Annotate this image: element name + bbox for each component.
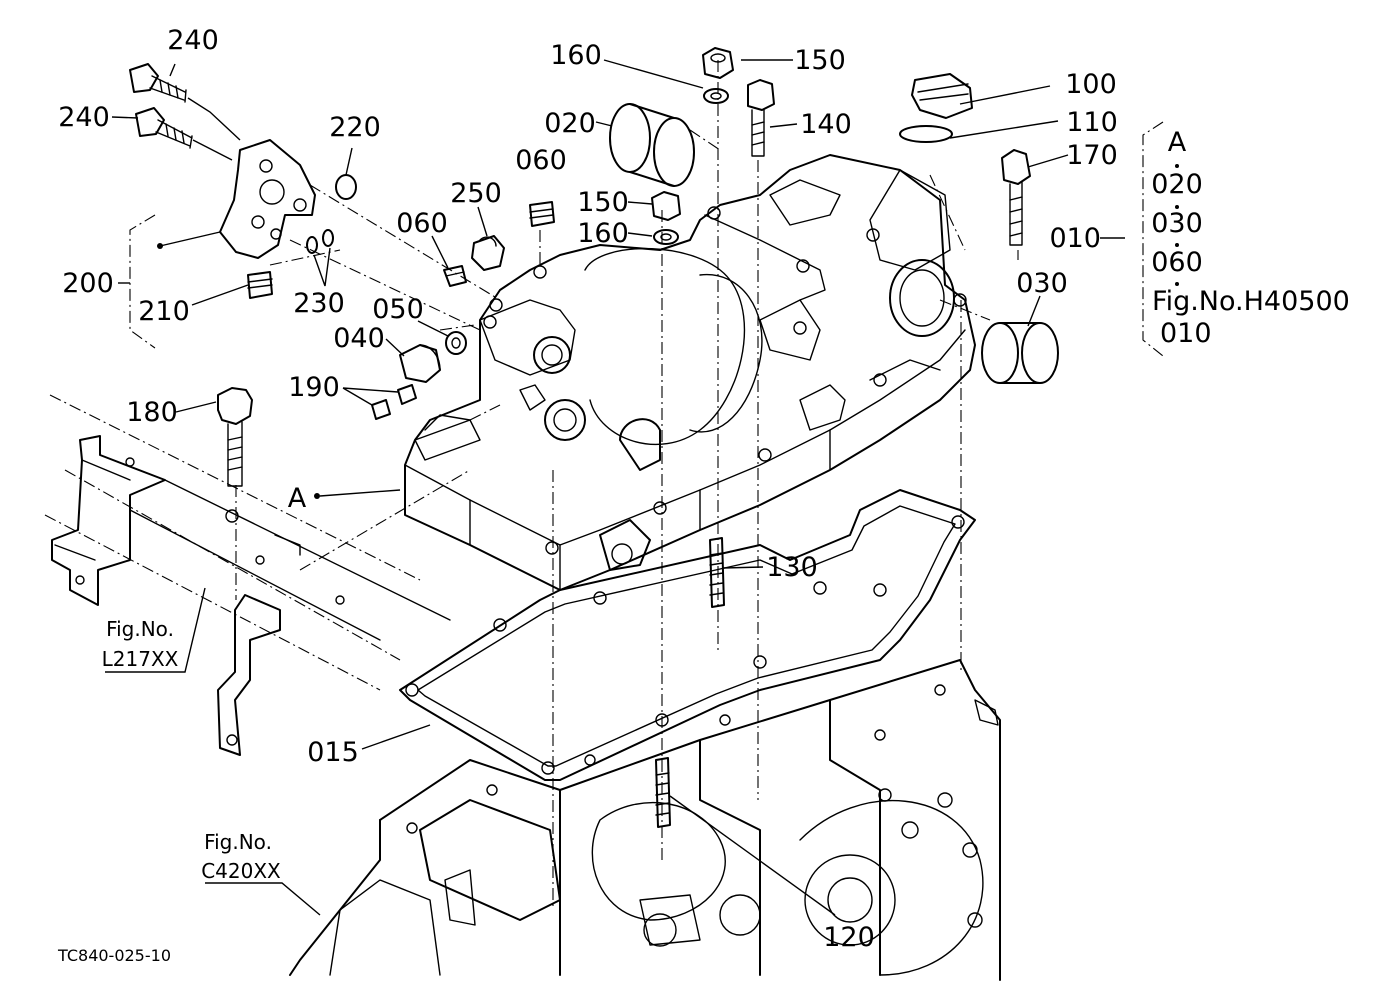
label-150-mid: 150 <box>577 187 629 218</box>
label-150-top: 150 <box>794 45 846 76</box>
assembly-item-020: 020 <box>1151 169 1203 200</box>
washer-160-mid <box>653 229 679 245</box>
figure-ref-l217: Fig.No. L217XX <box>102 617 179 671</box>
stud-120 <box>655 757 671 828</box>
label-120: 120 <box>823 922 875 953</box>
part-labels: 240 240 220 200 210 230 250 060 060 050 … <box>58 25 1118 953</box>
group-bracket-200 <box>118 214 156 349</box>
bushing-020 <box>609 103 695 187</box>
label-100: 100 <box>1065 69 1117 100</box>
label-040: 040 <box>333 323 385 354</box>
label-015: 015 <box>307 737 359 768</box>
hydraulic-cylinder-case-a <box>404 154 976 591</box>
label-060-left: 060 <box>396 208 448 239</box>
label-130: 130 <box>766 552 818 583</box>
o-ring-110 <box>899 125 953 143</box>
frame-l217xx <box>44 394 451 756</box>
label-200: 200 <box>62 268 114 299</box>
assembly-note-010: 010 A 020 030 060 Fig.No.H40500 010 <box>1049 127 1349 349</box>
label-050: 050 <box>372 294 424 325</box>
label-210: 210 <box>138 296 190 327</box>
bolt-170 <box>1001 149 1031 246</box>
figure-ref-c420: Fig.No. C420XX <box>201 830 281 883</box>
assembly-ref: 010 <box>1049 223 1101 254</box>
label-160-mid: 160 <box>577 218 629 249</box>
fig-ref-l217-line2: L217XX <box>102 647 179 671</box>
breather-cap-100 <box>911 73 973 119</box>
assembly-center-lines <box>235 60 1019 910</box>
label-060-top: 060 <box>515 145 567 176</box>
bushing-030 <box>981 322 1059 384</box>
o-rings-230 <box>306 229 334 254</box>
label-220: 220 <box>329 112 381 143</box>
label-110: 110 <box>1066 107 1118 138</box>
assembly-header: A <box>1168 127 1187 158</box>
assembly-fig-ref: Fig.No.H40500 <box>1152 286 1350 317</box>
label-230: 230 <box>293 288 345 319</box>
nut-150-top <box>702 47 734 79</box>
label-140: 140 <box>800 109 852 140</box>
label-180: 180 <box>126 397 178 428</box>
gasket-015 <box>399 489 976 781</box>
nut-150-mid <box>651 191 681 221</box>
label-020: 020 <box>544 108 596 139</box>
plug-250 <box>471 235 505 271</box>
fig-ref-c420-line1: Fig.No. <box>204 830 272 854</box>
stud-130 <box>709 537 725 608</box>
bolt-140 <box>747 79 775 157</box>
bolt-180 <box>217 387 253 487</box>
assembly-item-030: 030 <box>1151 208 1203 239</box>
label-190: 190 <box>288 372 340 403</box>
assembly-item-060: 060 <box>1151 247 1203 278</box>
plug-210 <box>247 271 273 299</box>
plug-040 <box>399 344 441 383</box>
fig-ref-c420-line2: C420XX <box>201 859 281 883</box>
label-030: 030 <box>1016 268 1068 299</box>
transmission-case <box>289 659 1001 981</box>
washer-050 <box>445 331 467 355</box>
leader-lines <box>105 59 1125 916</box>
label-160-top: 160 <box>550 40 602 71</box>
washer-160-top <box>703 88 729 104</box>
bracket-200 <box>219 139 316 259</box>
drawing-code: TC840-025-10 <box>57 946 171 965</box>
bolt-240-upper <box>129 63 187 103</box>
fig-ref-l217-line1: Fig.No. <box>106 617 174 641</box>
label-240-lower: 240 <box>58 102 110 133</box>
label-240-upper: 240 <box>167 25 219 56</box>
plug-060-top <box>529 201 555 227</box>
o-ring-220 <box>335 174 357 200</box>
label-170: 170 <box>1066 140 1118 171</box>
group-bracket-010 <box>1142 121 1164 357</box>
assembly-fig-part: 010 <box>1160 318 1212 349</box>
bolt-240-lower <box>135 107 193 149</box>
plugs-190 <box>371 384 417 420</box>
label-250: 250 <box>450 178 502 209</box>
plug-060-left <box>443 265 467 287</box>
label-a: A <box>288 483 307 514</box>
